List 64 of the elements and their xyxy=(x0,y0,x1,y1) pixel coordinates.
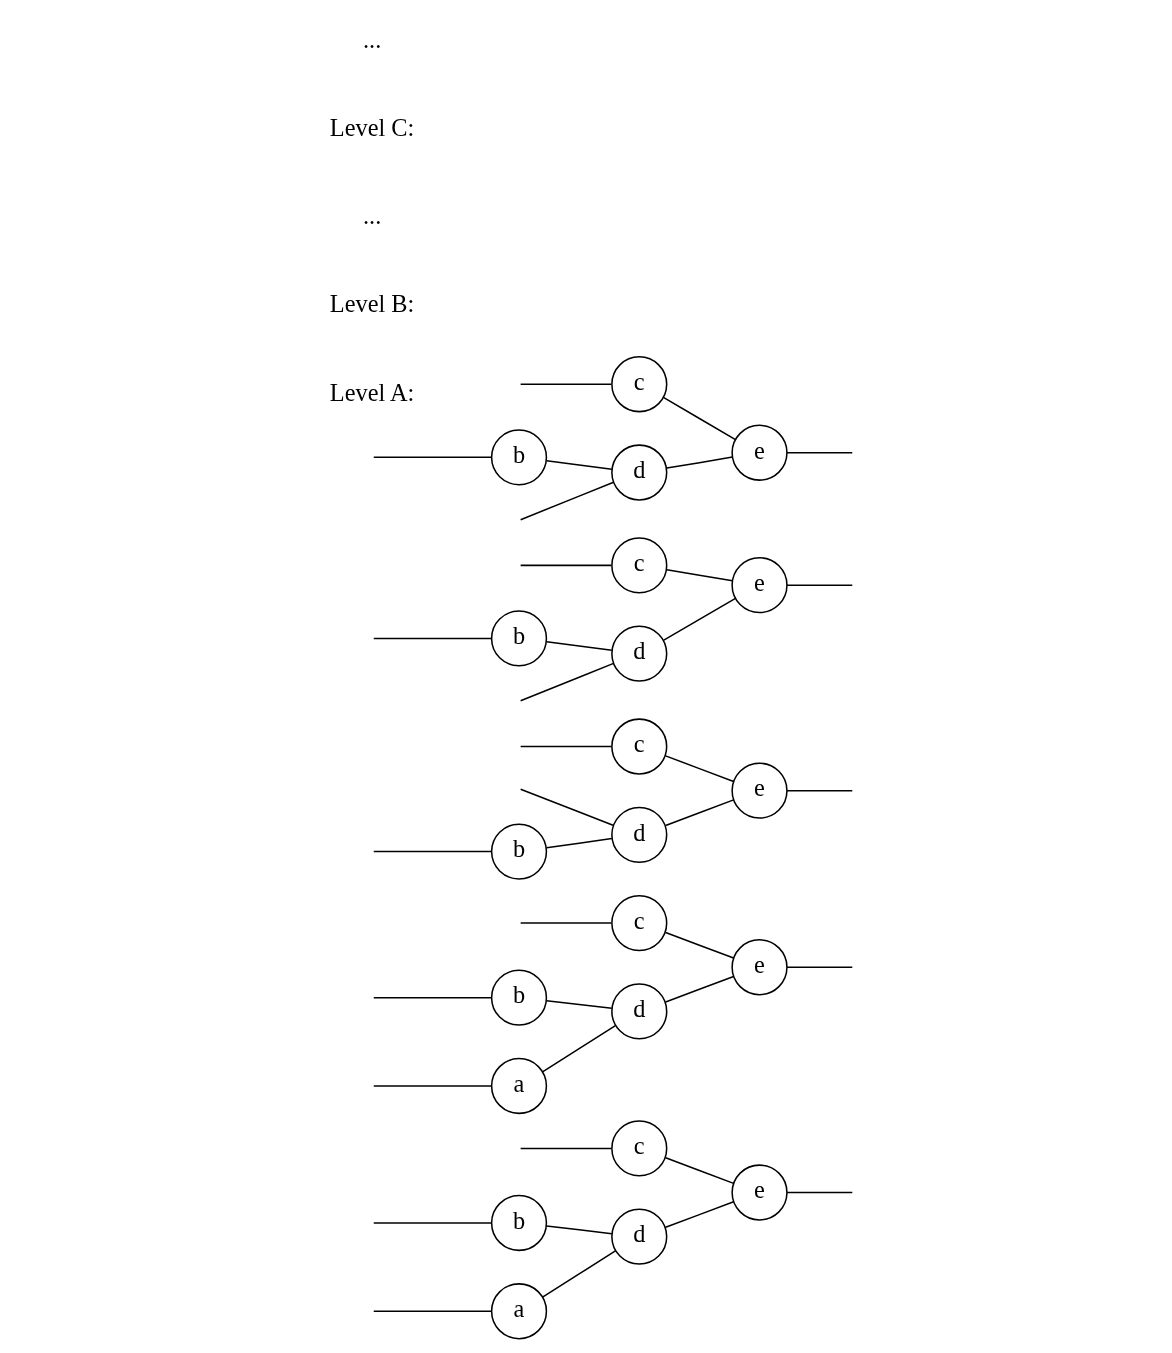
label: Level B: xyxy=(329,290,415,318)
node-circle: b xyxy=(490,610,548,667)
connector xyxy=(786,789,854,792)
connector xyxy=(373,850,492,853)
node-circle: b xyxy=(490,969,548,1026)
node-circle: e xyxy=(731,557,788,614)
label: Level A: xyxy=(329,378,415,406)
connector xyxy=(545,459,613,470)
connector xyxy=(662,597,737,642)
node-circle: e xyxy=(731,1164,788,1221)
connector xyxy=(541,1024,617,1073)
connector xyxy=(545,837,613,849)
connector xyxy=(664,799,735,827)
connector xyxy=(786,1191,854,1194)
connector xyxy=(545,999,613,1010)
node-circle: b xyxy=(490,429,548,486)
connector xyxy=(373,1085,492,1087)
label: Level C: xyxy=(329,113,415,141)
node-circle: a xyxy=(490,1057,548,1115)
label: ... xyxy=(362,202,382,230)
connector xyxy=(664,755,735,783)
connector xyxy=(373,637,492,640)
connector xyxy=(664,931,735,959)
connector xyxy=(664,1157,735,1185)
connector xyxy=(519,564,613,567)
node-circle: d xyxy=(611,806,668,863)
node-circle: e xyxy=(731,939,788,996)
connector xyxy=(373,996,492,999)
node-circle: e xyxy=(731,424,788,481)
node-circle: d xyxy=(611,625,668,682)
connector xyxy=(541,1250,617,1298)
connector xyxy=(662,396,737,441)
connector xyxy=(373,1310,492,1313)
connector xyxy=(666,569,734,582)
node-circle: d xyxy=(611,444,668,501)
connector xyxy=(519,922,613,924)
node-circle: c xyxy=(611,356,668,413)
connector xyxy=(786,966,854,968)
label: ... xyxy=(362,25,382,53)
connector xyxy=(373,456,492,459)
connector xyxy=(519,788,614,826)
connector xyxy=(786,584,854,586)
node-circle: c xyxy=(611,718,668,775)
connector xyxy=(666,456,734,469)
node-circle: c xyxy=(611,894,668,952)
node-circle: b xyxy=(490,1194,548,1252)
connector xyxy=(519,662,615,702)
connector xyxy=(545,641,613,652)
node-circle: d xyxy=(611,983,668,1040)
connector xyxy=(664,1200,735,1229)
node-circle: d xyxy=(611,1208,668,1265)
connector xyxy=(786,451,854,454)
node-circle: c xyxy=(611,1120,668,1177)
connector xyxy=(664,975,735,1003)
connector xyxy=(519,1147,613,1150)
node-circle: c xyxy=(611,537,668,594)
node-circle: e xyxy=(731,762,788,819)
connector xyxy=(519,383,613,385)
connector xyxy=(373,1222,492,1224)
connector xyxy=(519,481,615,521)
node-circle: b xyxy=(490,823,548,880)
connector xyxy=(545,1225,613,1235)
node-circle: a xyxy=(490,1283,548,1340)
connector xyxy=(519,745,613,748)
